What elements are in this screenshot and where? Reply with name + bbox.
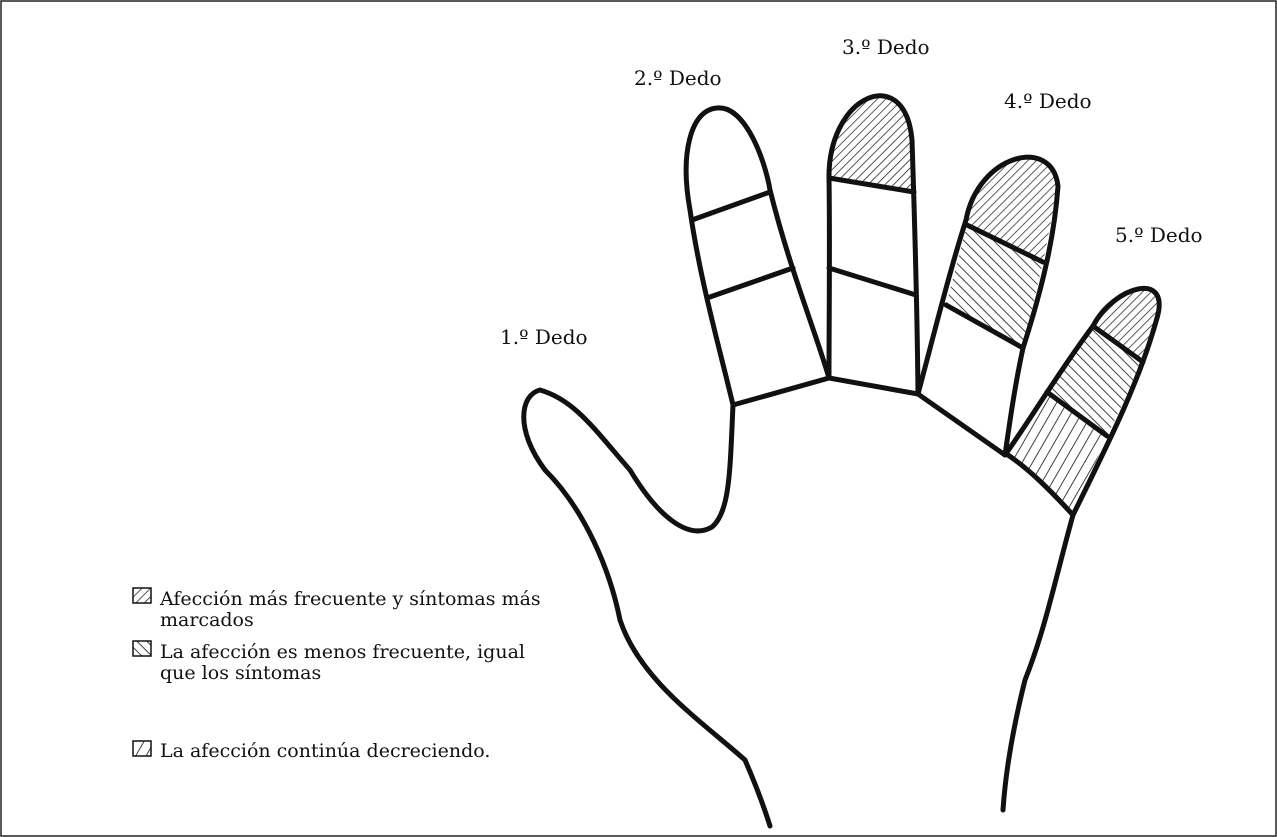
legend-text-3: La afección continúa decreciendo. <box>160 741 580 762</box>
legend-swatch-2 <box>133 641 151 656</box>
legend-text-2: La afección es menos frecuente, igual qu… <box>160 642 540 684</box>
finger-label-1: 1.º Dedo <box>500 327 588 347</box>
legend-text-1: Afección más frecuente y síntomas más ma… <box>160 589 580 631</box>
finger-label-3: 3.º Dedo <box>842 37 930 57</box>
finger-label-4: 4.º Dedo <box>1004 91 1092 111</box>
legend-swatch-3 <box>133 741 151 756</box>
legend-swatch-1 <box>133 588 151 603</box>
finger-label-5: 5.º Dedo <box>1115 225 1203 245</box>
finger-label-2: 2.º Dedo <box>634 68 722 88</box>
